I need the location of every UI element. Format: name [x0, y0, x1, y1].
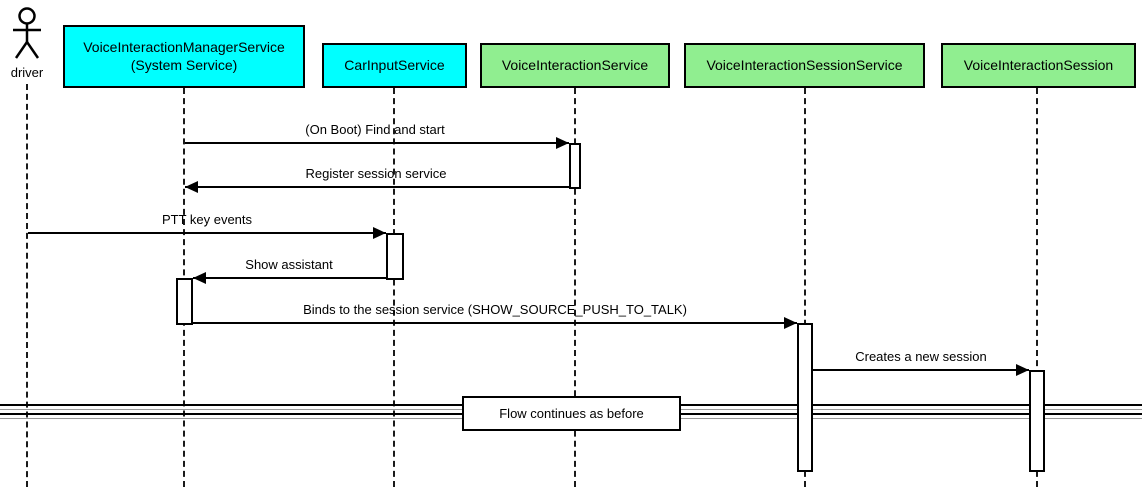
message-label-creates-a-new-session: Creates a new session	[855, 349, 987, 364]
message-label-show-assistant: Show assistant	[245, 257, 333, 272]
message-line	[813, 369, 1029, 371]
participant-name: VoiceInteractionManagerService	[83, 39, 285, 55]
lifeline-driver	[26, 84, 28, 487]
message-line	[185, 142, 569, 144]
participant-carinputservice: CarInputService	[322, 43, 467, 88]
arrowhead-right-icon	[373, 227, 386, 239]
participant-name: VoiceInteractionSessionService	[706, 56, 903, 73]
activation-voiceinteractionservice	[569, 143, 581, 189]
message-label-binds-to-session-service: Binds to the session service (SHOW_SOURC…	[303, 302, 687, 317]
message-line	[193, 322, 797, 324]
activation-carinputservice	[386, 233, 404, 280]
lifeline-voiceinteractionservice	[574, 88, 576, 487]
message-line	[185, 186, 569, 188]
participant-name: VoiceInteractionService	[501, 56, 649, 73]
arrowhead-right-icon	[556, 137, 569, 149]
participant-name: VoiceInteractionSession	[963, 56, 1114, 73]
activation-voiceinteractionsessionservice	[797, 323, 813, 472]
actor-icon	[13, 7, 41, 59]
arrowhead-right-icon	[1016, 364, 1029, 376]
lifeline-carinputservice	[393, 88, 395, 487]
arrowhead-right-icon	[784, 317, 797, 329]
divider-title: Flow continues as before	[499, 406, 644, 421]
message-label-on-boot-find-and-start: (On Boot) Find and start	[305, 122, 445, 137]
divider-title-box: Flow continues as before	[462, 396, 681, 431]
participant-voiceinteractionmanagerservice: VoiceInteractionManagerService (System S…	[63, 25, 305, 88]
message-label-register-session-service: Register session service	[305, 166, 447, 181]
arrowhead-left-icon	[185, 181, 198, 193]
participant-subtitle: (System Service)	[130, 56, 238, 73]
activation-voiceinteractionsession	[1029, 370, 1045, 472]
participant-voiceinteractionservice: VoiceInteractionService	[480, 43, 670, 88]
message-line	[28, 232, 386, 234]
participant-voiceinteractionsession: VoiceInteractionSession	[941, 43, 1136, 88]
actor-driver-label: driver	[10, 65, 44, 80]
message-line	[193, 277, 386, 279]
activation-voiceinteractionmanagerservice	[176, 278, 193, 325]
arrowhead-left-icon	[193, 272, 206, 284]
lifeline-voiceinteractionsession	[1036, 88, 1038, 487]
message-label-ptt-key-events: PTT key events	[161, 212, 253, 227]
lifeline-voiceinteractionsessionservice	[804, 88, 806, 487]
participant-voiceinteractionsessionservice: VoiceInteractionSessionService	[684, 43, 925, 88]
participant-name: CarInputService	[344, 56, 445, 73]
